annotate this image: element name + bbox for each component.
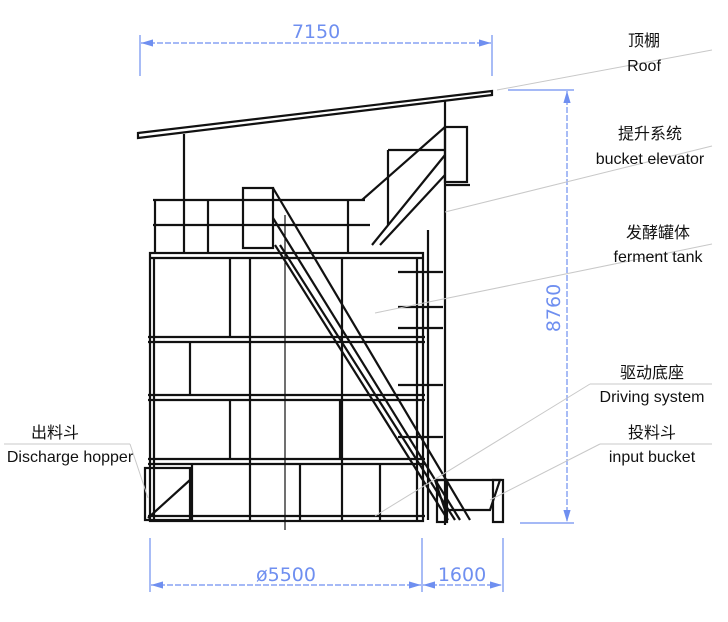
dimension-text-diameter: ø5500 — [256, 564, 316, 586]
ferment-tank — [148, 198, 443, 530]
dimension-width-total: 7150 — [139, 21, 493, 76]
dimension-height-total: 8760 — [508, 89, 574, 524]
label-driving-system: 驱动底座 Driving system — [600, 364, 705, 406]
staircase — [241, 186, 471, 521]
label-roof: 顶棚 Roof — [627, 32, 661, 75]
svg-text:发酵罐体: 发酵罐体 — [626, 224, 690, 242]
svg-text:Driving system: Driving system — [600, 389, 705, 406]
label-bucket-elevator: 提升系统 bucket elevator — [596, 125, 705, 168]
label-ferment-tank: 发酵罐体 ferment tank — [614, 224, 704, 266]
svg-text:Roof: Roof — [627, 58, 661, 75]
svg-text:Discharge hopper: Discharge hopper — [7, 449, 134, 466]
dimension-text-offset: 1600 — [438, 564, 486, 586]
svg-text:input bucket: input bucket — [609, 449, 696, 466]
dimension-text-height: 8760 — [543, 284, 565, 332]
svg-text:出料斗: 出料斗 — [31, 424, 79, 442]
svg-text:投料斗: 投料斗 — [628, 424, 676, 442]
leader-lines — [4, 49, 713, 517]
label-discharge-hopper: 出料斗 Discharge hopper — [7, 424, 134, 466]
input-bucket — [433, 478, 505, 524]
svg-text:ferment tank: ferment tank — [614, 249, 704, 266]
dimension-tank-diameter: ø5500 1600 — [149, 538, 504, 592]
svg-text:驱动底座: 驱动底座 — [620, 364, 684, 382]
svg-text:顶棚: 顶棚 — [628, 32, 660, 50]
bucket-elevator — [361, 125, 470, 246]
svg-text:bucket elevator: bucket elevator — [596, 151, 705, 168]
dimension-text-width: 7150 — [292, 21, 340, 43]
svg-text:提升系统: 提升系统 — [618, 125, 682, 143]
discharge-hopper — [143, 466, 192, 522]
label-input-bucket: 投料斗 input bucket — [609, 424, 696, 466]
